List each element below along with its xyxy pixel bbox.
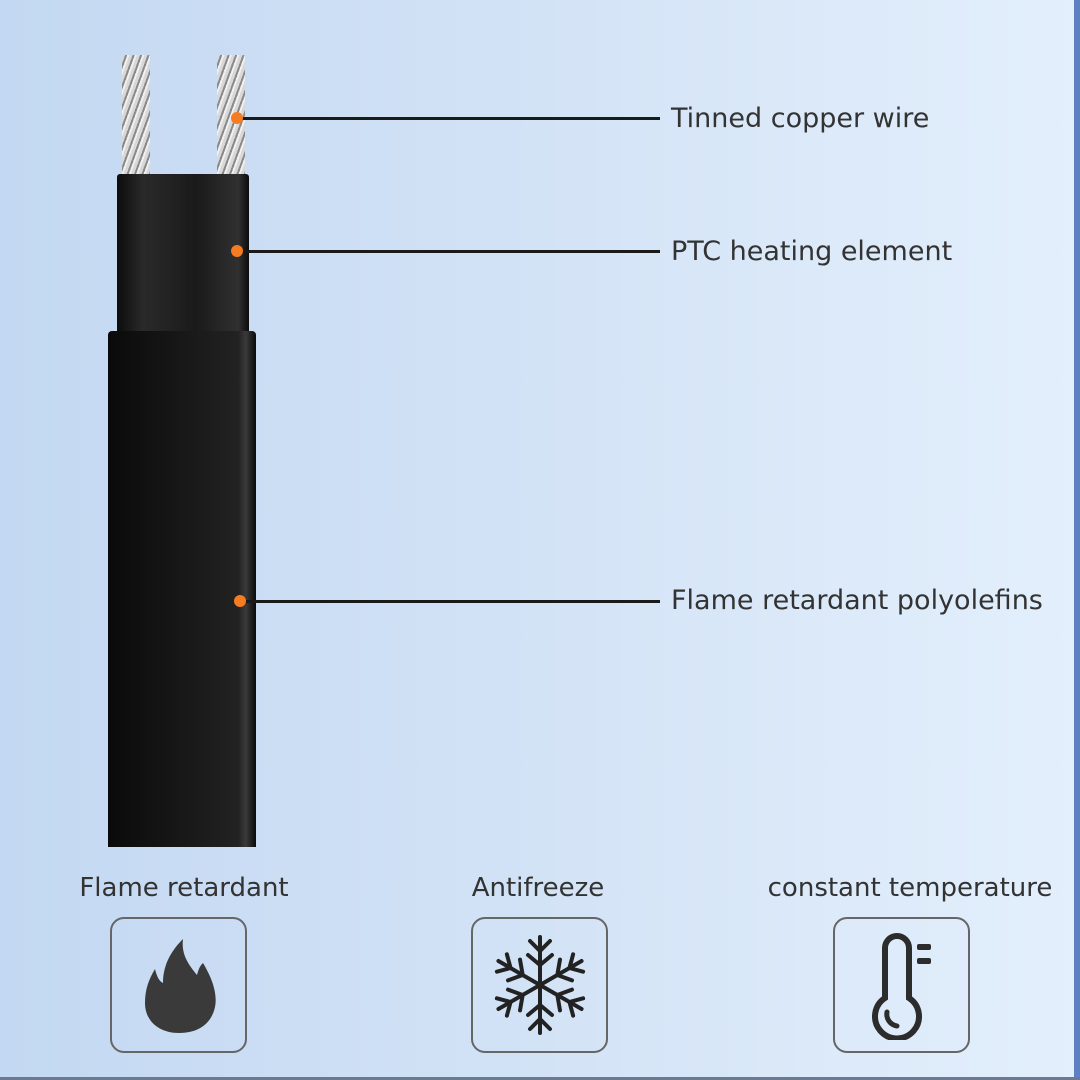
feature-flame-box <box>110 917 247 1053</box>
copper-wire-left <box>122 55 150 177</box>
bottom-border <box>0 1077 1080 1080</box>
callout-label: Flame retardant polyolefins <box>671 585 1043 616</box>
thermometer-icon <box>871 933 931 1040</box>
marker-dot <box>231 245 243 257</box>
feature-antifreeze-box <box>471 917 608 1053</box>
callout-label: Tinned copper wire <box>671 103 930 134</box>
leader-line <box>237 117 660 120</box>
ptc-core <box>117 174 249 332</box>
feature-label-antifreeze: Antifreeze <box>471 873 605 903</box>
right-border <box>1074 0 1080 1080</box>
leader-line <box>237 250 660 253</box>
flame-icon <box>144 939 216 1033</box>
marker-dot <box>231 112 243 124</box>
snowflake-icon <box>491 935 588 1035</box>
feature-label-flame: Flame retardant <box>79 873 289 903</box>
outer-jacket <box>108 331 256 847</box>
feature-constant-temp-box <box>833 917 970 1053</box>
callout-label: PTC heating element <box>671 236 953 267</box>
leader-line <box>240 600 660 603</box>
feature-label-constant-temp: constant temperature <box>767 873 1053 903</box>
marker-dot <box>234 595 246 607</box>
